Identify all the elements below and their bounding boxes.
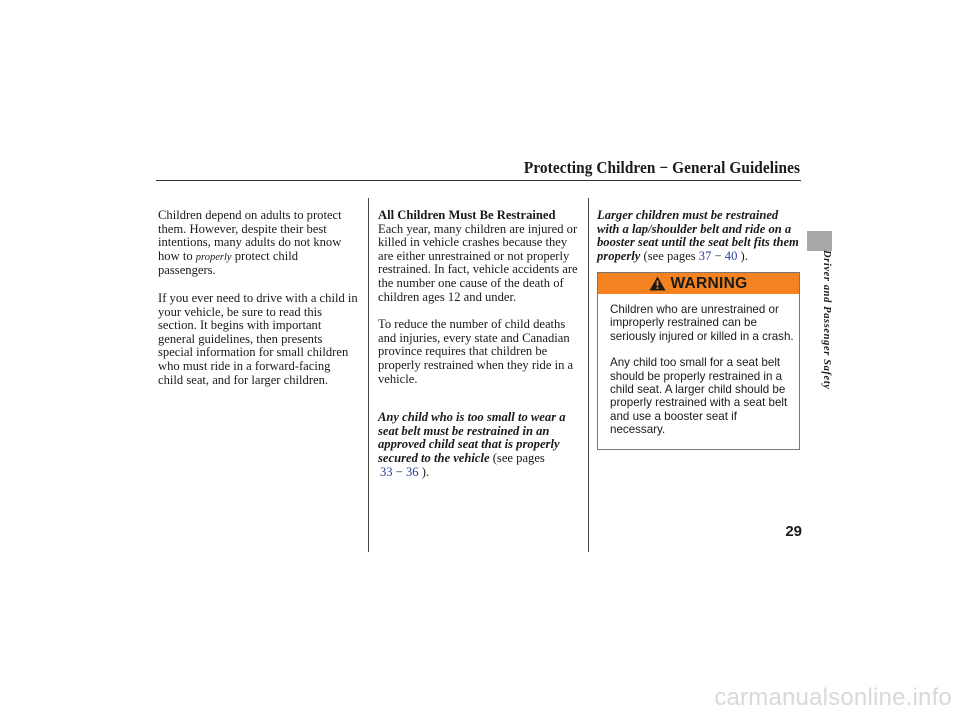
column-divider-right — [588, 198, 589, 552]
column-intro: Children depend on adults to protect the… — [158, 208, 358, 387]
booster-seat-emphasis: Larger children must be restrained with … — [597, 208, 799, 263]
page-ref-prefix: (see pages — [489, 450, 545, 465]
intro-text-1a: Children depend on adults to protect the… — [158, 208, 342, 263]
header-divider — [156, 180, 801, 181]
intro-paragraph-1: Children depend on adults to protect the… — [158, 208, 358, 278]
section-heading: All Children Must Be Restrained — [378, 208, 556, 222]
page-title: Protecting Children − General Guidelines — [523, 158, 800, 177]
warning-label: WARNING — [670, 274, 748, 292]
page-link-33[interactable]: 33 — [380, 464, 393, 479]
warning-paragraph-1: Children who are unrestrained or imprope… — [610, 303, 794, 343]
larger-children-paragraph: Larger children must be restrained with … — [597, 208, 802, 263]
page-ref-dash: − — [711, 248, 725, 263]
section-tab-marker — [807, 231, 832, 251]
restrained-paragraph-2: To reduce the number of child deaths and… — [378, 317, 574, 386]
warning-banner: WARNING — [598, 273, 799, 294]
child-seat-emphasis: Any child who is too small to wear a sea… — [378, 410, 566, 465]
warning-body: Children who are unrestrained or imprope… — [610, 303, 795, 437]
warning-triangle-icon — [649, 276, 666, 291]
warning-paragraph-2: Any child too small for a seat belt shou… — [610, 356, 788, 437]
intro-paragraph-2: If you ever need to drive with a child i… — [158, 290, 358, 387]
page-ref-prefix: (see pages — [640, 248, 699, 263]
page-ref-suffix: ). — [418, 464, 430, 479]
page-link-40[interactable]: 40 — [724, 248, 738, 263]
section-side-label: Driver and Passenger Safety — [821, 250, 832, 390]
warning-box: WARNING Children who are unrestrained or… — [597, 272, 800, 450]
page-ref-suffix: ). — [737, 248, 748, 263]
intro-text-emphasis: properly — [195, 251, 232, 263]
column-larger-children: Larger children must be restrained with … — [597, 208, 802, 263]
restrained-paragraph-1: Each year, many children are injured or … — [378, 221, 578, 304]
watermark: carmanualsonline.info — [714, 684, 952, 711]
page-link-36[interactable]: 36 — [406, 464, 419, 479]
page-ref-dash: − — [392, 464, 406, 479]
page-link-37[interactable]: 37 — [698, 248, 712, 263]
column-restrained: All Children Must Be Restrained Each yea… — [378, 208, 583, 479]
restrained-paragraph-3: Any child who is too small to wear a sea… — [378, 410, 583, 479]
intro-text-1b: protect child passengers. — [158, 248, 299, 278]
column-divider-left — [368, 198, 369, 552]
page-number: 29 — [785, 523, 802, 540]
